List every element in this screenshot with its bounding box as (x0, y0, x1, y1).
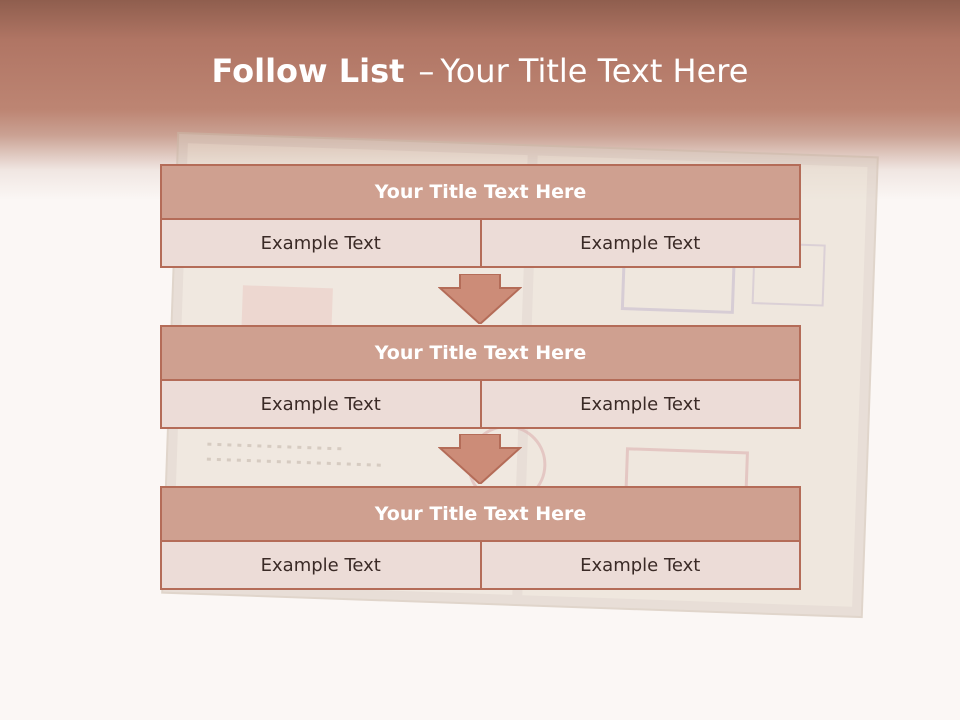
block-title: Your Title Text Here (160, 486, 801, 542)
block-title: Your Title Text Here (160, 325, 801, 381)
block-cell-left: Example Text (160, 381, 482, 429)
down-arrow-icon (438, 434, 522, 484)
block-cell-right: Example Text (481, 381, 801, 429)
list-block-2: Your Title Text Here Example Text Exampl… (160, 325, 801, 429)
block-cell-left: Example Text (160, 220, 482, 268)
block-title: Your Title Text Here (160, 164, 801, 220)
slide-title: Follow List–Your Title Text Here (0, 52, 960, 90)
list-block-3: Your Title Text Here Example Text Exampl… (160, 486, 801, 590)
list-block-1: Your Title Text Here Example Text Exampl… (160, 164, 801, 268)
slide-title-bold: Follow List (211, 52, 405, 90)
block-cell-right: Example Text (481, 220, 801, 268)
block-cell-right: Example Text (481, 542, 801, 590)
block-cell-left: Example Text (160, 542, 482, 590)
down-arrow-icon (438, 274, 522, 324)
slide-title-rest: Your Title Text Here (440, 52, 749, 90)
slide-title-dash: – (418, 52, 435, 90)
